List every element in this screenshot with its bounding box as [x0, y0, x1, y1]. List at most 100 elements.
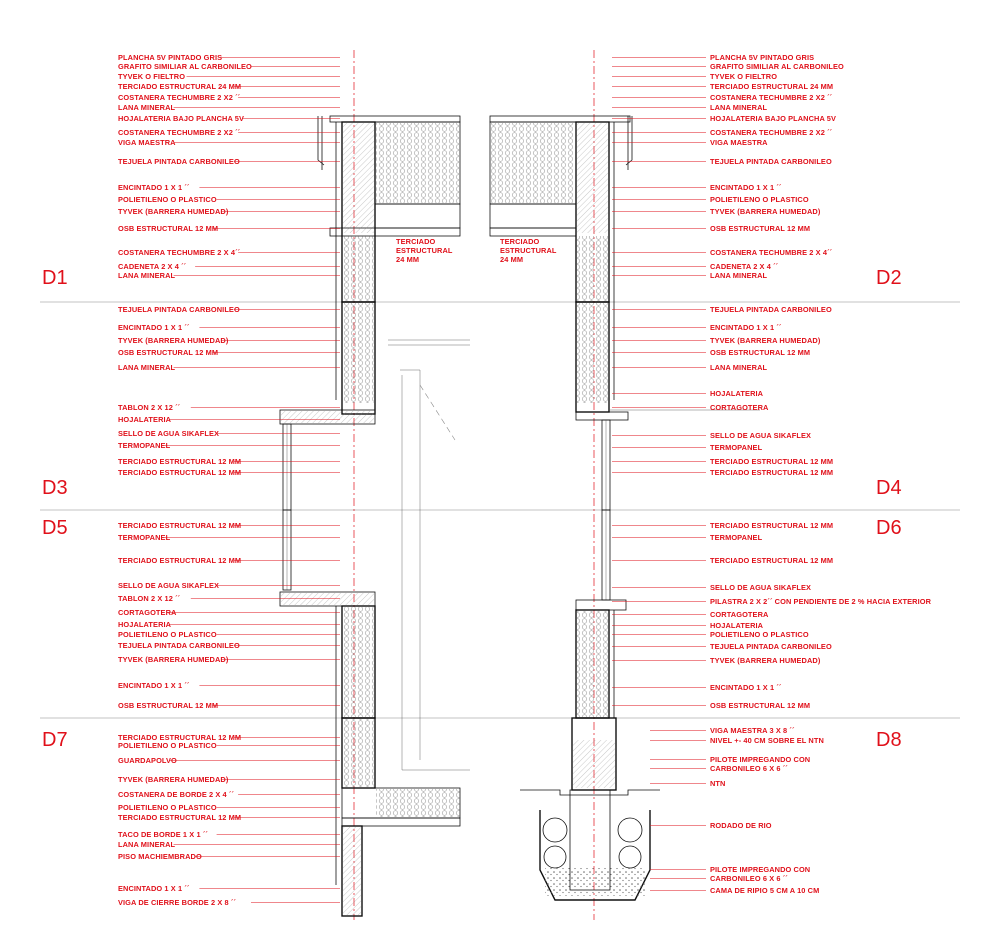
- label-d7: GUARDAPOLVO: [118, 756, 177, 765]
- label-d5: TERCIADO ESTRUCTURAL 12 MM: [118, 521, 241, 530]
- d8-section: [520, 717, 660, 901]
- label-d3: ENCINTADO 1 X 1 ´´: [118, 323, 190, 332]
- label-d6: OSB ESTRUCTURAL 12 MM: [710, 701, 810, 710]
- label-d6: PILASTRA 2 X 2´´ CON PENDIENTE DE 2 % HA…: [710, 597, 932, 606]
- label-d6: HOJALATERIA: [710, 621, 764, 630]
- note-d2: 24 MM: [500, 255, 523, 264]
- label-d8: CAMA DE RIPIO 5 CM A 10 CM: [710, 886, 819, 895]
- d7-section: [335, 717, 470, 917]
- label-d3: TERCIADO ESTRUCTURAL 12 MM: [118, 468, 241, 477]
- label-d4: HOJALATERIA: [710, 389, 764, 398]
- label-d2: LANA MINERAL: [710, 103, 768, 112]
- label-d7: COSTANERA DE BORDE 2 X 4 ´´: [118, 790, 234, 799]
- label-d2: GRAFITO SIMILIAR AL CARBONILEO: [710, 62, 844, 71]
- note-d2: ESTRUCTURAL: [500, 246, 557, 255]
- label-d2: HOJALATERIA BAJO PLANCHA 5V: [710, 114, 836, 123]
- d2-section: [489, 115, 633, 303]
- label-d5: ENCINTADO 1 X 1 ´´: [118, 681, 190, 690]
- label-d7: TACO DE BORDE 1 X 1 ´´: [118, 830, 208, 839]
- label-d2: TEJUELA PINTADA CARBONILEO: [710, 157, 832, 166]
- label-d2: PLANCHA 5V PINTADO GRIS: [710, 53, 814, 62]
- label-d2: COSTANERA TECHUMBRE 2 X 4´´: [710, 248, 833, 257]
- label-d4: TERCIADO ESTRUCTURAL 12 MM: [710, 468, 833, 477]
- label-d1: HOJALATERIA BAJO PLANCHA 5V: [118, 114, 244, 123]
- d5-section: [279, 509, 421, 719]
- label-d3: TABLON 2 X 12 ´´: [118, 403, 181, 412]
- label-d3: TEJUELA PINTADA CARBONILEO: [118, 305, 240, 314]
- label-d7: TERCIADO ESTRUCTURAL 12 MM: [118, 813, 241, 822]
- label-d2: TYVEK (BARRERA HUMEDAD): [710, 207, 821, 216]
- label-d1: TYVEK O FIELTRO: [118, 72, 185, 81]
- label-d3: LANA MINERAL: [118, 363, 176, 372]
- row-dividers: [40, 301, 960, 719]
- label-d3: TERCIADO ESTRUCTURAL 12 MM: [118, 457, 241, 466]
- label-d7: ENCINTADO 1 X 1 ´´: [118, 884, 190, 893]
- label-d7: LANA MINERAL: [118, 840, 176, 849]
- label-d1: COSTANERA TECHUMBRE 2 X 4´´: [118, 248, 241, 257]
- label-d8: RODADO DE RIO: [710, 821, 772, 830]
- label-d2: OSB ESTRUCTURAL 12 MM: [710, 224, 810, 233]
- label-d4: TEJUELA PINTADA CARBONILEO: [710, 305, 832, 314]
- label-d3: SELLO DE AGUA SIKAFLEX: [118, 429, 219, 438]
- label-d6: SELLO DE AGUA SIKAFLEX: [710, 583, 811, 592]
- label-d4: SELLO DE AGUA SIKAFLEX: [710, 431, 811, 440]
- label-d5: TERMOPANEL: [118, 533, 171, 542]
- detail-tag-d3: D3: [42, 477, 68, 499]
- label-d4: LANA MINERAL: [710, 363, 768, 372]
- label-d2: TERCIADO ESTRUCTURAL 24 MM: [710, 82, 833, 91]
- label-d8: NIVEL +- 40 CM SOBRE EL NTN: [710, 736, 824, 745]
- d1-section: [317, 115, 461, 303]
- label-d8: CARBONILEO 6 X 6 ´´: [710, 874, 788, 883]
- note-d1: 24 MM: [396, 255, 419, 264]
- detail-tag-d2: D2: [876, 267, 902, 289]
- label-d2: COSTANERA TECHUMBRE 2 X2 ´´: [710, 93, 833, 102]
- label-d1: ENCINTADO 1 X 1 ´´: [118, 183, 190, 192]
- detail-tag-d5: D5: [42, 517, 68, 539]
- label-d1: CADENETA 2 X 4 ´´: [118, 262, 187, 271]
- label-d6: POLIETILENO O PLASTICO: [710, 630, 809, 639]
- label-d4: TERCIADO ESTRUCTURAL 12 MM: [710, 457, 833, 466]
- label-d5: HOJALATERIA: [118, 620, 172, 629]
- label-d8: CARBONILEO 6 X 6 ´´: [710, 764, 788, 773]
- label-d2: VIGA MAESTRA: [710, 138, 768, 147]
- label-d7: TERCIADO ESTRUCTURAL 12 MM: [118, 733, 241, 742]
- label-d4: CORTAGOTERA: [710, 403, 769, 412]
- label-d8: PILOTE IMPREGANDO CON: [710, 755, 810, 764]
- label-d6: ENCINTADO 1 X 1 ´´: [710, 683, 782, 692]
- label-d6: TERCIADO ESTRUCTURAL 12 MM: [710, 521, 833, 530]
- label-d1: OSB ESTRUCTURAL 12 MM: [118, 224, 218, 233]
- label-d5: SELLO DE AGUA SIKAFLEX: [118, 581, 219, 590]
- label-d7: TYVEK (BARRERA HUMEDAD): [118, 775, 229, 784]
- label-d6: TYVEK (BARRERA HUMEDAD): [710, 656, 821, 665]
- note-d1: ESTRUCTURAL: [396, 246, 453, 255]
- label-d4: TYVEK (BARRERA HUMEDAD): [710, 336, 821, 345]
- label-d2: COSTANERA TECHUMBRE 2 X2 ´´: [710, 128, 833, 137]
- label-d2: POLIETILENO O PLASTICO: [710, 195, 809, 204]
- label-d2: ENCINTADO 1 X 1 ´´: [710, 183, 782, 192]
- label-d8: VIGA MAESTRA 3 X 8 ´´: [710, 726, 795, 735]
- label-d5: CORTAGOTERA: [118, 608, 177, 617]
- label-d2: LANA MINERAL: [710, 271, 768, 280]
- label-d3: OSB ESTRUCTURAL 12 MM: [118, 348, 218, 357]
- label-d1: LANA MINERAL: [118, 271, 176, 280]
- detail-tag-d6: D6: [876, 517, 902, 539]
- label-d5: POLIETILENO O PLASTICO: [118, 630, 217, 639]
- label-d7: PISO MACHIEMBRADO: [118, 852, 202, 861]
- label-d3: TYVEK (BARRERA HUMEDAD): [118, 336, 229, 345]
- detail-tag-d8: D8: [876, 729, 902, 751]
- label-d1: GRAFITO SIMILIAR AL CARBONILEO: [118, 62, 252, 71]
- note-d2: TERCIADO: [500, 237, 540, 246]
- detail-tag-d1: D1: [42, 267, 68, 289]
- label-d1: TYVEK (BARRERA HUMEDAD): [118, 207, 229, 216]
- label-d1: PLANCHA 5V PINTADO GRIS: [118, 53, 222, 62]
- label-d5: OSB ESTRUCTURAL 12 MM: [118, 701, 218, 710]
- label-d6: TERMOPANEL: [710, 533, 763, 542]
- label-d1: COSTANERA TECHUMBRE 2 X2 ´´: [118, 128, 241, 137]
- label-d4: ENCINTADO 1 X 1 ´´: [710, 323, 782, 332]
- label-d1: VIGA MAESTRA: [118, 138, 176, 147]
- detail-tag-d7: D7: [42, 729, 68, 751]
- label-d2: CADENETA 2 X 4 ´´: [710, 262, 779, 271]
- label-d6: TEJUELA PINTADA CARBONILEO: [710, 642, 832, 651]
